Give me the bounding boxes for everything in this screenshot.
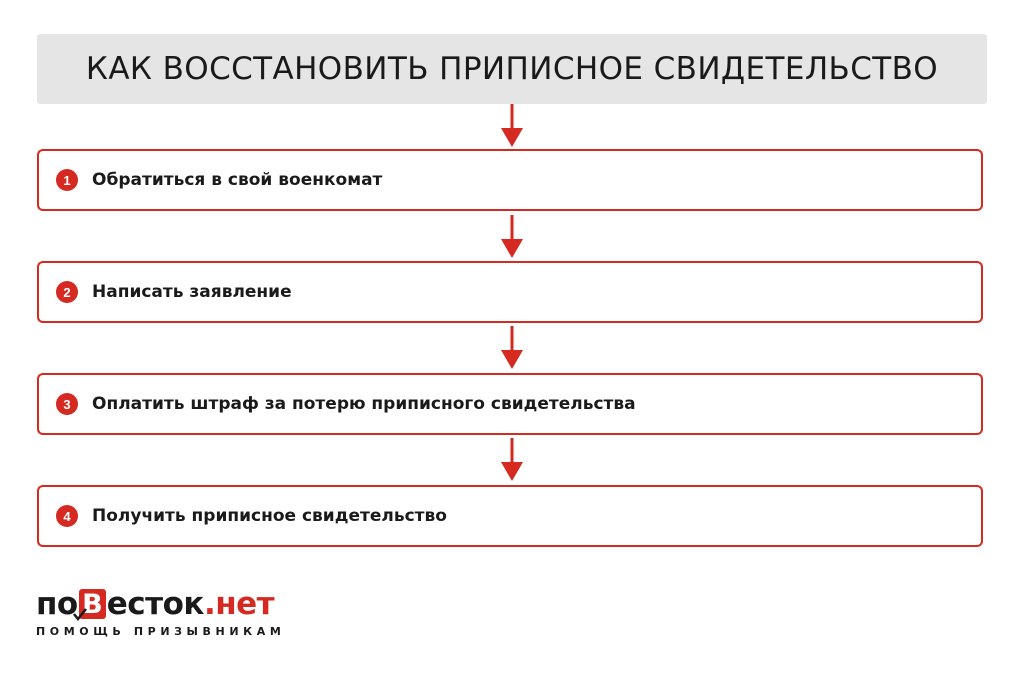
checkmark-icon: [72, 608, 87, 621]
flow-step-3: 3 Оплатить штраф за потерю приписного св…: [37, 373, 983, 435]
step-number-badge: 3: [56, 393, 78, 415]
title-banner: КАК ВОССТАНОВИТЬ ПРИПИСНОЕ СВИДЕТЕЛЬСТВО: [37, 34, 987, 104]
step-label: Написать заявление: [92, 282, 292, 302]
logo-mark: В: [72, 588, 106, 621]
logo-domain-suffix: .нет: [203, 585, 275, 622]
step-label: Обратиться в свой военкомат: [92, 170, 383, 190]
logo-text-part: есток: [106, 585, 205, 622]
flow-step-2: 2 Написать заявление: [37, 261, 983, 323]
flow-step-4: 4 Получить приписное свидетельство: [37, 485, 983, 547]
page-title: КАК ВОССТАНОВИТЬ ПРИПИСНОЕ СВИДЕТЕЛЬСТВО: [85, 51, 939, 87]
step-number-badge: 2: [56, 281, 78, 303]
arrow-down-icon: [501, 104, 523, 147]
flow-step-1: 1 Обратиться в свой военкомат: [37, 149, 983, 211]
arrow-down-icon: [501, 326, 523, 369]
logo-mark-letter: В: [82, 588, 103, 620]
arrow-down-icon: [501, 215, 523, 258]
logo-text-part: по: [36, 585, 78, 622]
step-number-badge: 4: [56, 505, 78, 527]
arrow-down-icon: [501, 438, 523, 481]
logo-wordmark: по В есток .нет: [36, 585, 275, 622]
step-number-badge: 1: [56, 169, 78, 191]
logo-tagline: ПОМОЩЬ ПРИЗЫВНИКАМ: [36, 625, 286, 638]
brand-logo: по В есток .нет ПОМОЩЬ ПРИЗЫВНИКАМ: [36, 587, 336, 647]
step-label: Оплатить штраф за потерю приписного свид…: [92, 394, 636, 414]
step-label: Получить приписное свидетельство: [92, 506, 447, 526]
